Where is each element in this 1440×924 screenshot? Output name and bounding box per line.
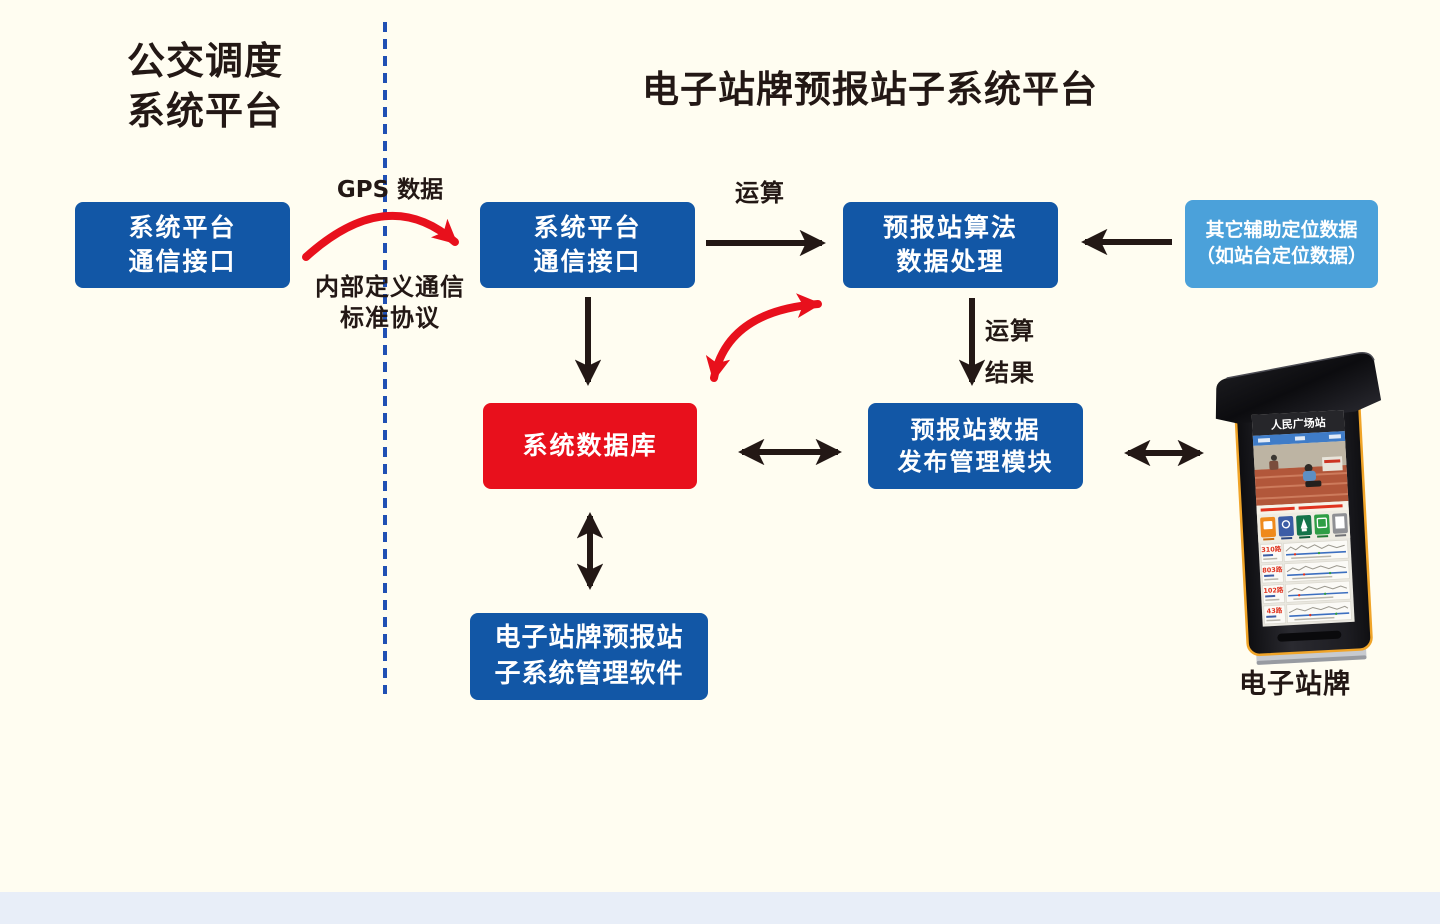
route-number: 803路 — [1262, 565, 1283, 575]
label-compute-result: 运算 结果 — [985, 316, 1055, 388]
left-platform-title-line2: 系统平台 — [126, 89, 283, 134]
box-text: （如站台定位数据） — [1195, 245, 1367, 267]
ticker-text-mark — [1298, 504, 1343, 510]
kiosk-speaker-slot — [1277, 630, 1342, 642]
transfer-icon — [1314, 514, 1330, 538]
label-internal-protocol-line1: 内部定义通信 — [315, 273, 465, 301]
ticker-text-mark — [1260, 506, 1295, 512]
box-text: 预报站数据 — [910, 415, 1041, 444]
photo-athlete-legs — [1305, 480, 1322, 488]
box-text: 通信接口 — [533, 247, 642, 276]
kiosk-screen: 人民广场站 — [1251, 410, 1355, 627]
box-text: 通信接口 — [128, 247, 237, 276]
box-text: 其它辅助定位数据 — [1205, 219, 1358, 242]
photo-athlete-shirt — [1302, 470, 1317, 482]
route-row: 102路 — [1262, 580, 1351, 604]
route-row: 803路 — [1261, 560, 1350, 584]
label-kiosk-caption: 电子站牌 — [1239, 669, 1351, 700]
photo-banner-mark — [1324, 459, 1341, 464]
route-number: 43路 — [1266, 606, 1282, 616]
right-platform-title: 电子站牌预报站子系统平台 — [642, 68, 1098, 111]
route-row: 310路 — [1260, 539, 1349, 563]
kiosk-group: 人民广场站 — [1215, 352, 1382, 665]
kiosk-photo — [1253, 441, 1349, 506]
photo-lane-line — [1255, 482, 1348, 489]
kiosk-canopy — [1215, 352, 1382, 424]
route-number: 310路 — [1261, 544, 1282, 554]
kiosk-base-shadow — [1256, 655, 1367, 665]
kiosk-icon-row — [1256, 509, 1351, 543]
box-text: 系统平台 — [533, 213, 642, 243]
label-gps-data: GPS 数据 — [336, 177, 444, 203]
taxi-hail-icon — [1278, 515, 1294, 540]
box-text: 子系统管理软件 — [494, 658, 684, 689]
box-text: 系统数据库 — [522, 431, 658, 461]
box-mid-system-comm-interface: 系统平台 通信接口 — [480, 202, 695, 288]
left-platform-title-line1: 公交调度 — [126, 39, 283, 83]
landmark-icon — [1296, 515, 1312, 539]
photo-lane-line — [1254, 472, 1347, 479]
photo-athlete-head — [1304, 464, 1313, 473]
box-text: 系统平台 — [128, 213, 237, 243]
box-forecast-publish-module: 预报站数据 发布管理模块 — [868, 403, 1083, 489]
notice-board-icon — [1332, 513, 1348, 537]
platform-divider-dashed-line — [383, 22, 387, 694]
route-row: 43路 — [1263, 601, 1352, 625]
arrow-gps-data-red-curve — [302, 211, 459, 261]
label-compute-result-line2: 结果 — [985, 358, 1035, 387]
box-forecast-algorithm: 预报站算法 数据处理 — [843, 202, 1058, 288]
label-internal-protocol: 内部定义通信 标准协议 — [300, 272, 480, 333]
label-compute-result-line1: 运算 — [985, 317, 1035, 345]
box-text: 发布管理模块 — [897, 448, 1054, 476]
info-bar-mark — [1257, 437, 1271, 443]
photo-lane-line — [1256, 492, 1349, 500]
info-bar-mark — [1328, 434, 1342, 439]
box-system-database: 系统数据库 — [483, 403, 697, 489]
label-internal-protocol-line2: 标准协议 — [340, 303, 440, 332]
route-number: 102路 — [1263, 585, 1284, 595]
photo-bg-figure-body — [1269, 460, 1279, 470]
left-platform-title: 公交调度 系统平台 — [90, 36, 320, 136]
label-compute: 运算 — [735, 179, 785, 207]
kiosk-route-rows: 310路 803路 — [1260, 539, 1352, 625]
box-subsystem-management-software: 电子站牌预报站 子系统管理软件 — [470, 613, 708, 700]
box-text: 数据处理 — [896, 247, 1005, 276]
box-left-system-comm-interface: 系统平台 通信接口 — [75, 202, 290, 288]
box-text: 电子站牌预报站 — [494, 623, 684, 654]
kiosk-station-name: 人民广场站 — [1270, 415, 1326, 432]
bottom-strip — [0, 892, 1440, 924]
photo-bg-figure — [1270, 454, 1277, 461]
box-text: 预报站算法 — [882, 213, 1018, 243]
box-aux-positioning-data: 其它辅助定位数据 （如站台定位数据） — [1185, 200, 1378, 288]
bus-icon — [1260, 516, 1276, 541]
kiosk-canopy-highlight — [1226, 352, 1375, 379]
kiosk-illustration: 人民广场站 — [1215, 352, 1382, 665]
photo-banner — [1321, 456, 1343, 472]
arrow-database-algorithm-red-curve — [705, 293, 822, 382]
info-bar-mark — [1294, 436, 1306, 441]
kiosk-screen-header — [1251, 410, 1345, 436]
